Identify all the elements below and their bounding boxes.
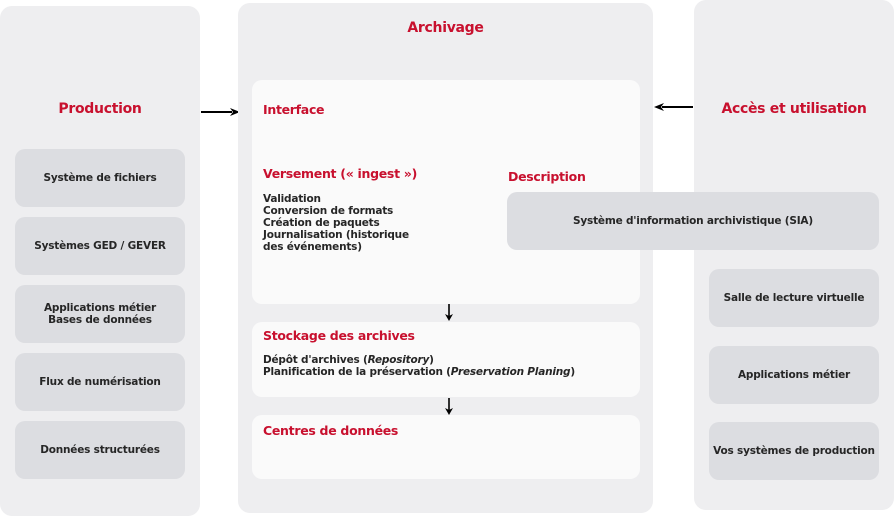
- production-title: Production: [58, 101, 142, 117]
- versement-item: des événements): [263, 241, 362, 253]
- production-item-digitization-flow: Flux de numérisation: [15, 353, 185, 411]
- description-title: Description: [508, 169, 586, 184]
- acces-item-business-applications: Applications métier: [709, 346, 879, 404]
- stockage-list: Dépôt d'archives (Repository) Planificat…: [263, 354, 575, 378]
- versement-item: Validation: [263, 193, 321, 205]
- arrow-stockage-to-centres: [445, 398, 453, 415]
- arrow-acces-to-archivage: [654, 103, 693, 111]
- production-item-applications-databases: Applications métier Bases de données: [15, 285, 185, 343]
- versement-item: Conversion de formats: [263, 205, 394, 217]
- versement-item: Journalisation (historique: [263, 229, 409, 241]
- stockage-box: [252, 322, 640, 397]
- versement-list: Validation Conversion de formats Créatio…: [263, 193, 409, 253]
- acces-item-virtual-reading-room: Salle de lecture virtuelle: [709, 269, 879, 327]
- stockage-item-repository: Dépôt d'archives (Repository): [263, 354, 434, 366]
- interface-title: Interface: [263, 102, 325, 117]
- production-item-structured-data: Données structurées: [15, 421, 185, 479]
- stockage-title: Stockage des archives: [263, 328, 415, 343]
- arrow-production-to-archivage: [201, 108, 240, 116]
- arrow-interface-to-stockage: [445, 304, 453, 321]
- production-item-ged-gever: Systèmes GED / GEVER: [15, 217, 185, 275]
- acces-item-production-systems: Vos systèmes de production: [709, 422, 879, 480]
- acces-title: Accès et utilisation: [721, 101, 867, 117]
- versement-title: Versement (« ingest »): [263, 166, 417, 181]
- sia-chip: Système d'information archivistique (SIA…: [507, 192, 879, 250]
- stockage-item-preservation-planning: Planification de la préservation (Preser…: [263, 366, 575, 378]
- centres-box: [252, 415, 640, 479]
- versement-item: Création de paquets: [263, 217, 380, 229]
- archivage-title: Archivage: [407, 20, 484, 36]
- centres-title: Centres de données: [263, 423, 399, 438]
- production-item-file-system: Système de fichiers: [15, 149, 185, 207]
